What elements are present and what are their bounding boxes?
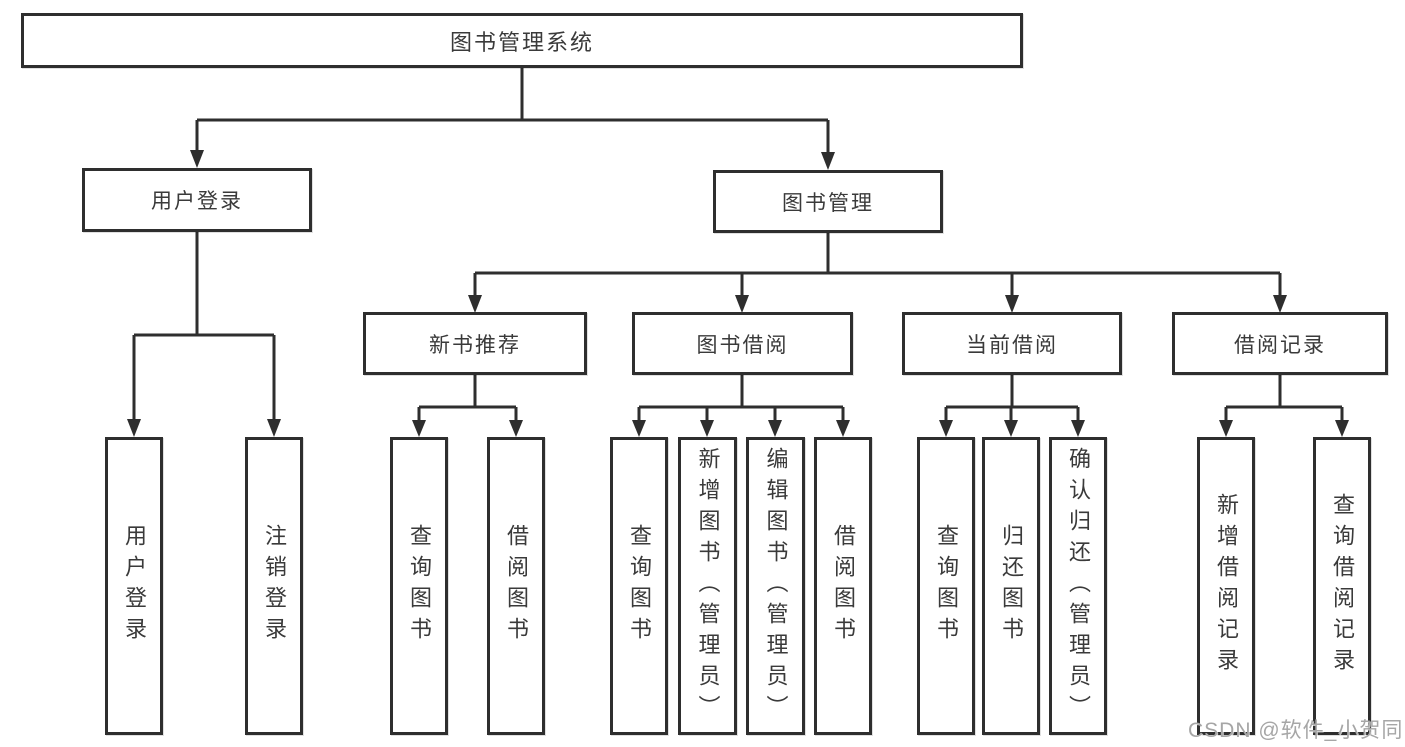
node-user-login: 用户登录 [82,168,312,232]
node-label: 借阅记录 [1234,333,1326,357]
node-label: 新增图书（管理员） [695,446,721,726]
node-book-management: 图书管理 [713,170,943,233]
node-label: 用户登录 [151,190,243,213]
node-label: 借阅图书 [504,524,529,648]
leaf-query-books-2: 查询图书 [610,437,668,735]
node-label: 新增借阅记录 [1214,493,1239,679]
node-label: 注销登录 [262,524,287,648]
leaf-query-borrow-record: 查询借阅记录 [1313,437,1371,735]
node-label: 查询图书 [627,524,652,648]
leaf-edit-books-admin: 编辑图书（管理员） [746,437,805,735]
leaf-borrow-books-2: 借阅图书 [814,437,872,735]
node-new-book-recommend: 新书推荐 [363,312,587,375]
node-library-management-system: 图书管理系统 [21,13,1023,68]
node-label: 图书管理系统 [449,29,594,55]
leaf-add-books-admin: 新增图书（管理员） [678,437,737,735]
node-label: 新书推荐 [429,333,521,357]
leaf-confirm-return-admin: 确认归还（管理员） [1049,437,1107,735]
node-label: 图书借阅 [696,333,789,357]
leaf-return-books: 归还图书 [982,437,1040,735]
node-label: 查询图书 [407,524,432,648]
node-current-borrowing: 当前借阅 [902,312,1122,375]
node-label: 当前借阅 [966,333,1058,357]
leaf-query-books-1: 查询图书 [390,437,448,735]
leaf-logout: 注销登录 [245,437,303,735]
node-label: 查询借阅记录 [1330,493,1355,679]
node-label: 借阅图书 [831,524,856,648]
leaf-borrow-books-1: 借阅图书 [487,437,545,735]
leaf-add-borrow-record: 新增借阅记录 [1197,437,1255,735]
node-label: 查询图书 [934,524,959,648]
node-label: 用户登录 [122,524,147,648]
node-label: 确认归还（管理员） [1066,446,1091,726]
csdn-watermark: CSDN @软件_小贺同学 [1188,719,1404,742]
node-label: 图书管理 [782,191,874,215]
node-label: 归还图书 [999,524,1024,648]
leaf-user-login: 用户登录 [105,437,163,735]
node-book-borrowing: 图书借阅 [632,312,853,375]
node-borrowing-records: 借阅记录 [1172,312,1388,375]
node-label: 编辑图书（管理员） [763,446,789,726]
leaf-query-books-3: 查询图书 [917,437,975,735]
